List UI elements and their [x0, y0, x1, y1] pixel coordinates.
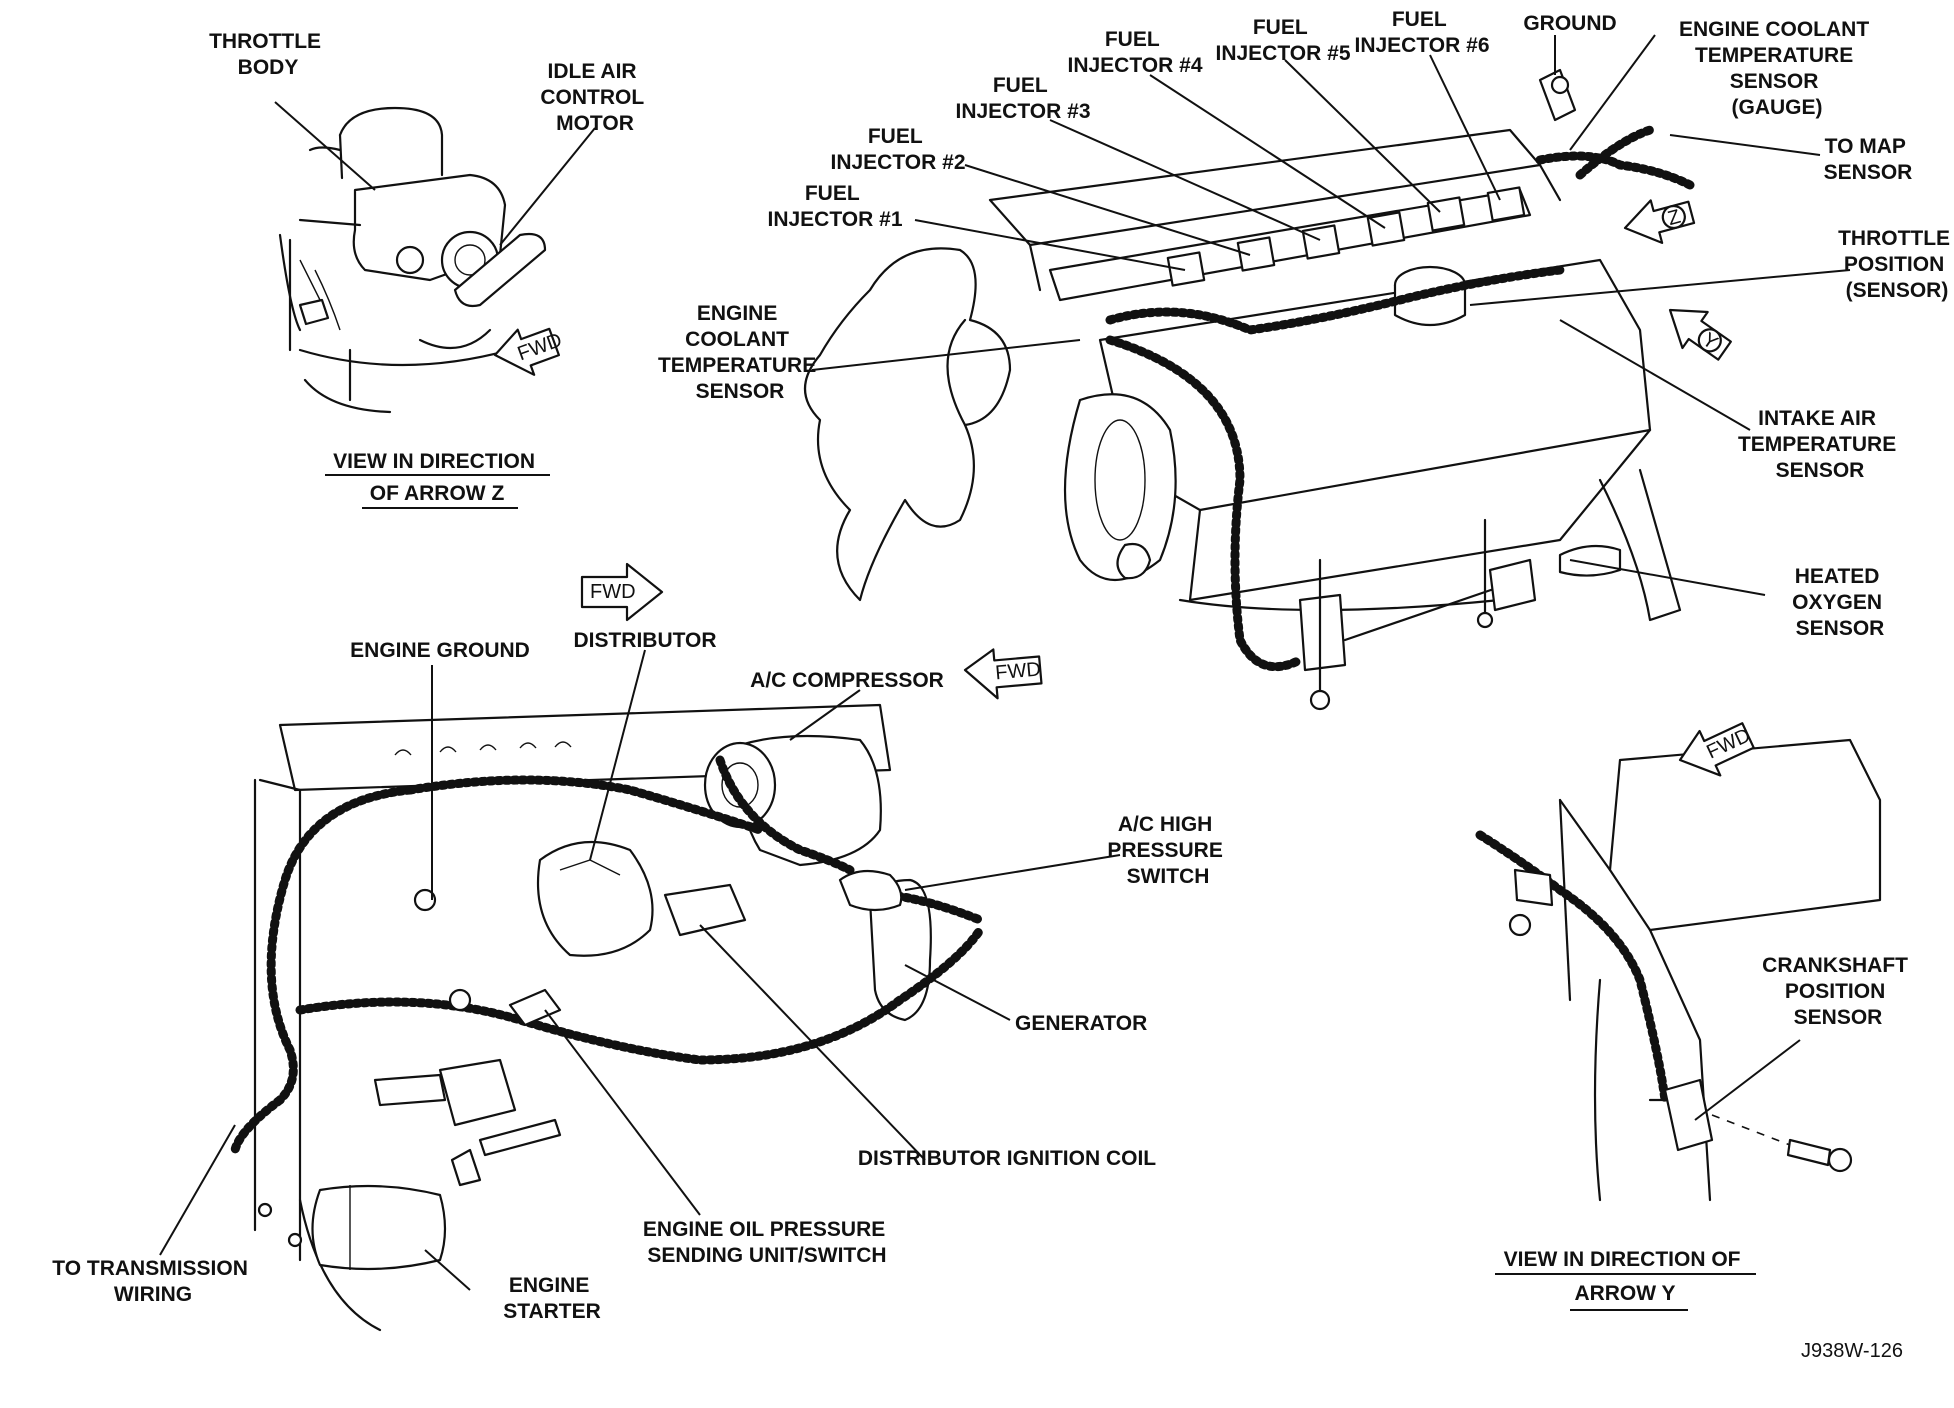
label-engine-ground: ENGINE GROUND: [350, 639, 530, 662]
label-fuel-injector-6: FUEL INJECTOR #6: [1355, 8, 1490, 57]
engine-top-view: Z Y FWD: [804, 34, 1851, 711]
fwd-arrow-icon: FWD: [963, 648, 1043, 700]
label-crankshaft-position-sensor: CRANKSHAFT POSITION SENSOR: [1762, 954, 1914, 1029]
label-fuel-injector-1: FUEL INJECTOR #1: [768, 182, 903, 231]
fwd-arrow-icon: FWD: [580, 562, 664, 622]
fwd-arrow-icon: FWD: [493, 327, 565, 376]
labels: THROTTLE BODY IDLE AIR CONTROL MOTOR VIE…: [52, 8, 1954, 1362]
label-distributor: DISTRIBUTOR: [573, 629, 716, 652]
label-engine-coolant-temp-sensor-gauge: ENGINE COOLANT TEMPERATURE SENSOR (GAUGE…: [1679, 18, 1875, 119]
direction-arrow-y-icon: Y: [1668, 308, 1732, 361]
engine-side-view: FWD: [159, 562, 1121, 1332]
label-engine-oil-pressure-sending-unit: ENGINE OIL PRESSURE SENDING UNIT/SWITCH: [643, 1218, 891, 1267]
direction-arrow-z-icon: Z: [1623, 199, 1696, 245]
label-idle-air-control-motor: IDLE AIR CONTROL MOTOR: [540, 60, 649, 135]
label-distributor-ignition-coil: DISTRIBUTOR IGNITION COIL: [858, 1147, 1156, 1170]
fwd-arrow-label: FWD: [994, 658, 1041, 684]
inset-view-z: FWD: [274, 101, 596, 414]
caption-view-arrow-z: VIEW IN DIRECTION OF ARROW Z: [333, 450, 541, 505]
label-engine-starter: ENGINE STARTER: [503, 1274, 601, 1323]
caption-view-arrow-y: VIEW IN DIRECTION OF ARROW Y: [1504, 1248, 1747, 1305]
label-fuel-injector-4: FUEL INJECTOR #4: [1068, 28, 1203, 77]
label-intake-air-temp-sensor: INTAKE AIR TEMPERATURE SENSOR: [1738, 407, 1902, 482]
label-throttle-body: THROTTLE BODY: [209, 30, 327, 79]
inset-view-y: FWD: [1475, 722, 1882, 1202]
label-heated-oxygen-sensor: HEATED OXYGEN SENSOR: [1792, 565, 1888, 640]
label-generator: GENERATOR: [1015, 1012, 1147, 1035]
label-engine-coolant-temp-sensor: ENGINE COOLANT TEMPERATURE SENSOR: [658, 302, 822, 403]
label-to-transmission-wiring: TO TRANSMISSION WIRING: [52, 1257, 253, 1306]
label-fuel-injector-3: FUEL INJECTOR #3: [956, 74, 1091, 123]
direction-arrow-z-label: Z: [1665, 206, 1682, 230]
label-ac-compressor: A/C COMPRESSOR: [750, 669, 944, 692]
label-fuel-injector-5: FUEL INJECTOR #5: [1216, 16, 1351, 65]
label-throttle-position-sensor: THROTTLE POSITION (SENSOR): [1838, 227, 1954, 302]
label-ground: GROUND: [1523, 12, 1616, 35]
label-to-map-sensor: TO MAP SENSOR: [1824, 135, 1913, 184]
figure-code: J938W-126: [1801, 1340, 1903, 1362]
label-fuel-injector-2: FUEL INJECTOR #2: [831, 125, 966, 174]
fwd-arrow-label: FWD: [590, 581, 636, 603]
label-ac-high-pressure-switch: A/C HIGH PRESSURE SWITCH: [1107, 813, 1228, 888]
